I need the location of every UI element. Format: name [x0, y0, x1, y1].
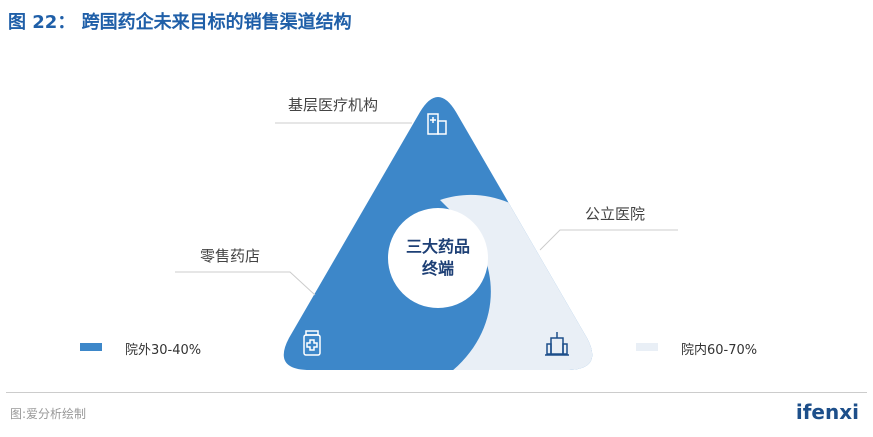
leader-line-left [175, 271, 316, 296]
ifenxi-logo: ifenxi [795, 400, 859, 424]
legend-inpatient: 院内60-70% [681, 343, 758, 358]
legend-swatch-outpatient [80, 343, 102, 351]
hospital-icon [545, 332, 569, 356]
leader-line-right [539, 229, 678, 251]
label-primary-care: 基层医疗机构 [288, 96, 379, 114]
legend-swatch-inpatient [636, 343, 658, 351]
figure-title: 图 22： 跨国药企未来目标的销售渠道结构 [8, 12, 352, 33]
label-public-hospital: 公立医院 [585, 205, 646, 223]
center-label: 三大药品 终端 [388, 236, 488, 280]
label-retail-pharmacy: 零售药店 [200, 247, 261, 265]
center-circle [388, 208, 488, 308]
source-note: 图:爱分析绘制 [10, 407, 87, 421]
triangle-diagram [175, 97, 678, 370]
center-line1: 三大药品 [405, 237, 470, 256]
legend-outpatient: 院外30-40% [125, 343, 202, 358]
divider [6, 392, 867, 393]
medicine-bottle-icon [303, 330, 321, 356]
center-line2: 终端 [421, 259, 454, 278]
clinic-building-icon [427, 113, 447, 135]
